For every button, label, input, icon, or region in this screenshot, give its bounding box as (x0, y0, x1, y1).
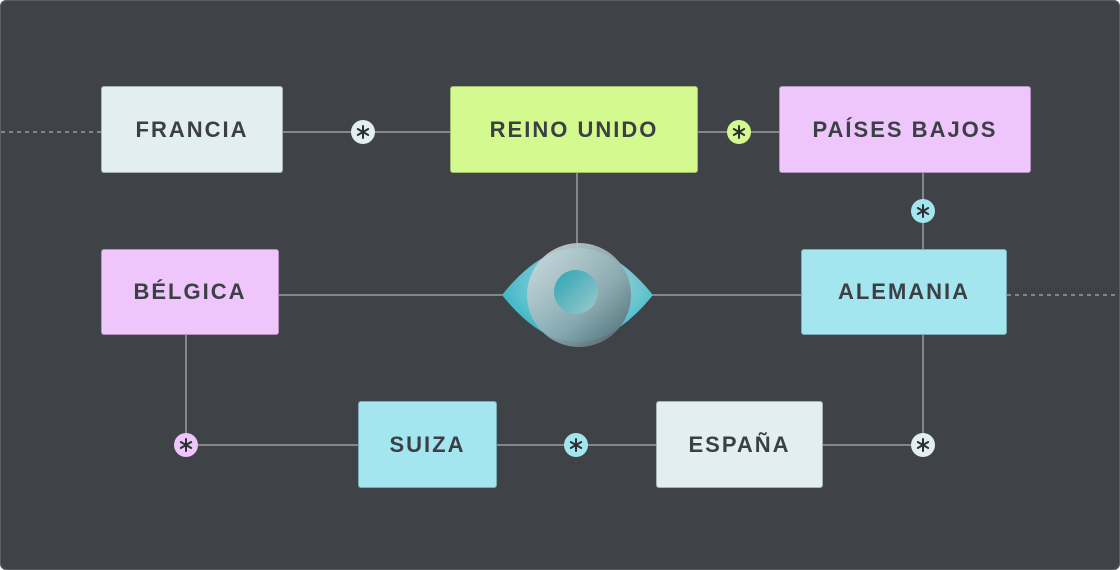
line-espana-alemania (823, 335, 924, 446)
asterisk-icon (911, 433, 935, 457)
node-belgica[interactable]: BÉLGICA (101, 249, 279, 335)
asterisk-icon (564, 433, 588, 457)
asterisk-icon (727, 120, 751, 144)
line-belgica-suiza (185, 335, 358, 446)
node-alemania[interactable]: ALEMANIA (801, 249, 1007, 335)
asterisk-icon (911, 199, 935, 223)
node-paises-bajos[interactable]: PAÍSES BAJOS (779, 86, 1031, 173)
asterisk-icon (174, 433, 198, 457)
node-suiza[interactable]: SUIZA (358, 401, 497, 488)
node-espana[interactable]: ESPAÑA (656, 401, 823, 488)
asterisk-icon (351, 120, 375, 144)
node-francia[interactable]: FRANCIA (101, 86, 283, 173)
node-reino-unido[interactable]: REINO UNIDO (450, 86, 698, 173)
eye-icon (502, 243, 653, 347)
